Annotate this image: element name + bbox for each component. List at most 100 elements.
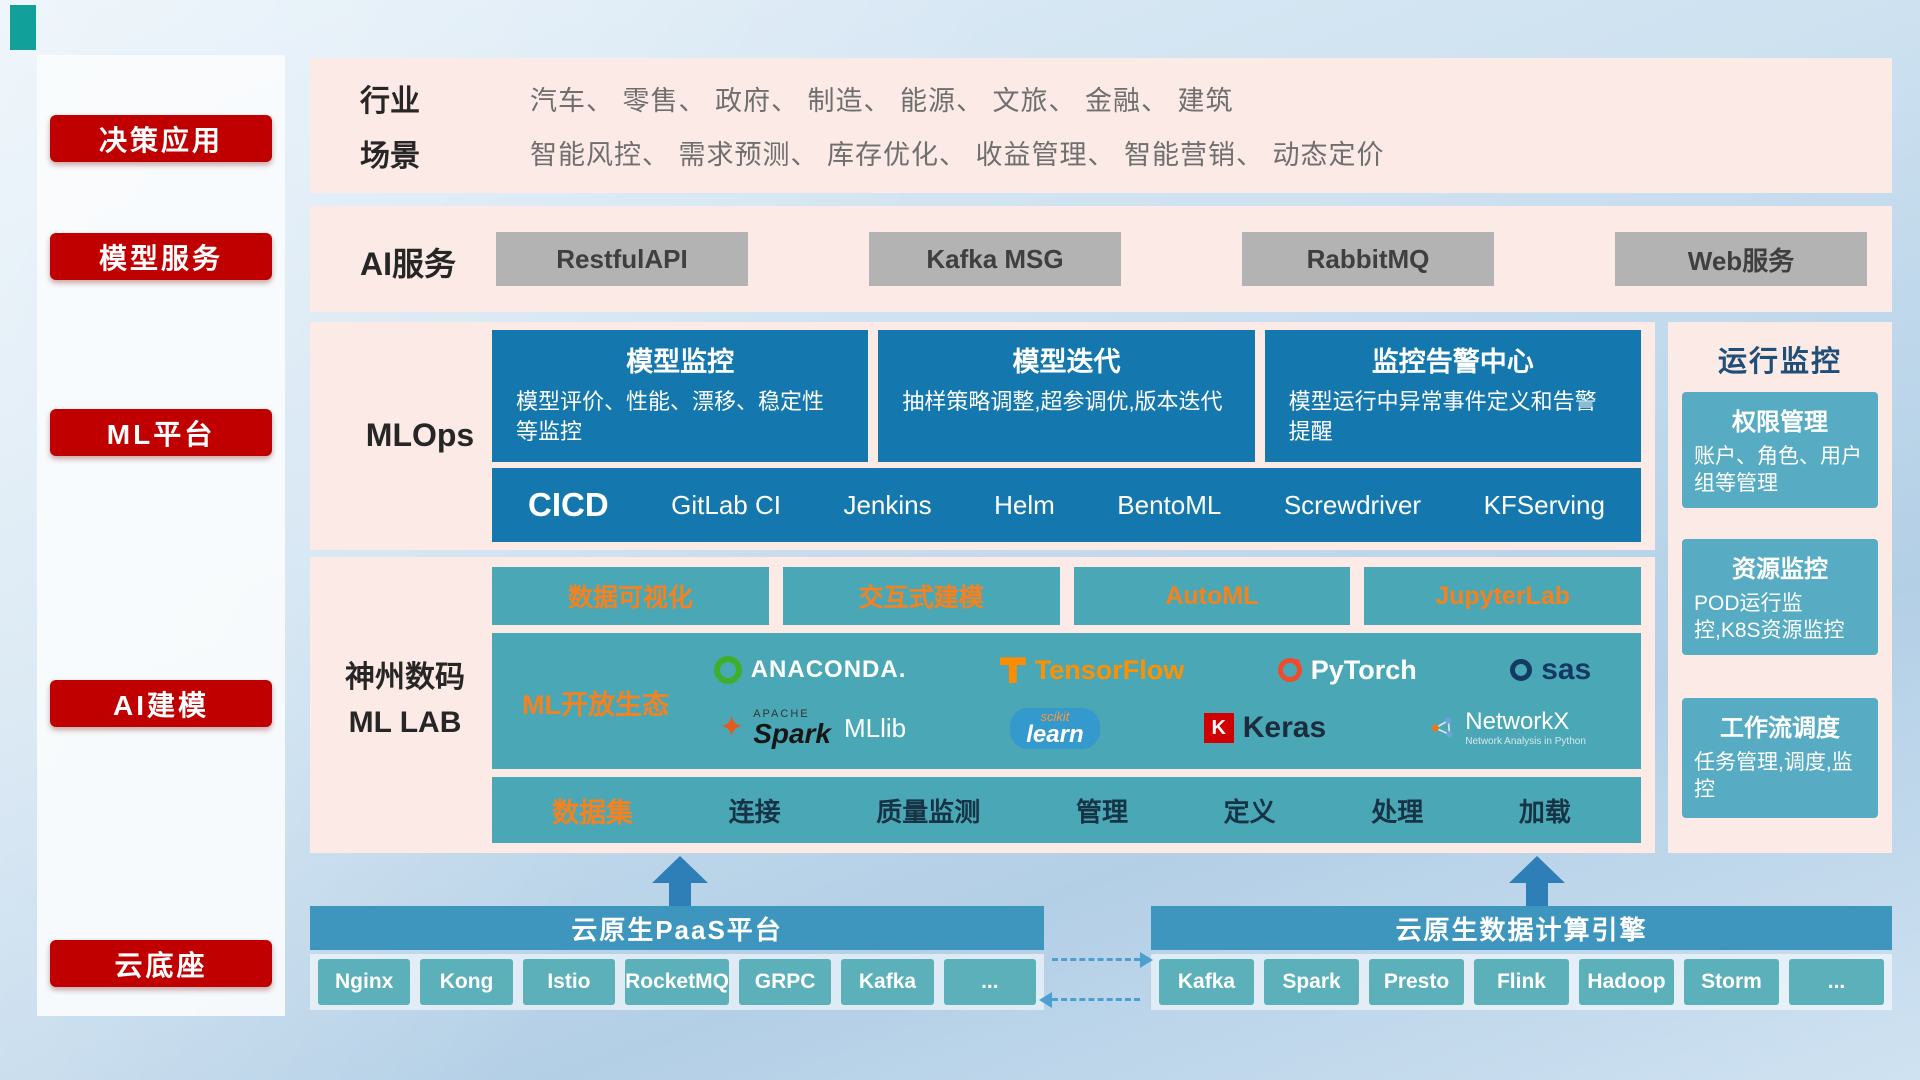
engine-chip-more: ... [1789,959,1884,1005]
up-arrow-left [652,856,708,906]
card-title: 监控告警中心 [1371,347,1534,377]
arrow-stem [669,883,691,906]
keras-icon: K [1203,713,1234,744]
engine-chip-hadoop: Hadoop [1579,959,1674,1005]
industry-list: 汽车、 零售、 政府、 制造、 能源、 文旅、 金融、 建筑 [530,85,1234,116]
networkx-logo: NetworkX Network Analysis in Python [1430,709,1586,747]
runtime-monitoring-panel: 运行监控 权限管理 账户、角色、用户组等管理 资源监控 POD运行监控,K8S资… [1668,322,1892,853]
sidebar-item-cloud-base: 云底座 [50,940,272,987]
keras-logo: K Keras [1203,711,1327,745]
card-title: 权限管理 [1732,409,1828,436]
paas-chips: Nginx Kong Istio RocketMQ GRPC Kafka ... [310,954,1044,1010]
card-desc: 账户、角色、用户组等管理 [1694,445,1862,496]
ml-lab-content: 数据可视化 交互式建模 AutoML JupyterLab ML开放生态 ANA… [492,557,1641,853]
ai-service-buttons: RestfulAPI Kafka MSG RabbitMQ Web服务 [496,232,1867,286]
arrow-stem [1526,883,1548,906]
engine-chips: Kafka Spark Presto Flink Hadoop Storm ..… [1151,954,1892,1010]
runtime-monitoring-title: 运行监控 [1717,346,1842,378]
scenario-label: 场景 [360,139,420,173]
cicd-item-kfserving: KFServing [1483,489,1605,520]
engine-chip-presto: Presto [1369,959,1464,1005]
mlops-label: MLOps [365,417,475,453]
dataset-item-load: 加载 [1518,796,1571,827]
ai-service-button-web-service: Web服务 [1615,232,1867,286]
cicd-item-jenkins: Jenkins [843,489,932,520]
card-title: 工作流调度 [1720,715,1840,742]
anaconda-icon [713,656,742,685]
arrow-head [652,856,708,883]
card-title: 模型迭代 [1012,347,1121,377]
mllib-text: MLlib [844,712,907,743]
cicd-bar: CICD GitLab CI Jenkins Helm BentoML Scre… [492,468,1641,542]
tensorflow-logo: TensorFlow [999,654,1185,686]
keras-text: Keras [1242,711,1327,745]
sidebar-item-ai-modeling: AI建模 [50,680,272,727]
ml-lab-label-line1: 神州数码 [345,661,465,694]
anaconda-text: ANACONDA. [750,656,907,684]
dashed-arrow-right [1052,952,1153,968]
tool-automl: AutoML [1073,567,1351,625]
sidebar: 决策应用 模型服务 ML平台 AI建模 云底座 [37,55,285,1016]
cicd-item-screwdriver: Screwdriver [1283,489,1422,520]
paas-chip-kong: Kong [420,959,513,1005]
spark-name: Spark [753,717,832,749]
sas-text: sas [1541,653,1592,687]
sidebar-item-decision-apps: 决策应用 [50,115,272,162]
cicd-item-helm: Helm [994,489,1055,520]
scikit-learn-logo: scikit learn [1010,707,1100,749]
cicd-title: CICD [528,486,609,523]
pytorch-logo: PyTorch [1277,655,1417,686]
tensorflow-icon [999,657,1026,684]
card-desc: POD运行监控,K8S资源监控 [1694,592,1845,643]
paas-platform-section: 云原生PaaS平台 Nginx Kong Istio RocketMQ GRPC… [310,906,1044,1010]
ai-service-panel: AI服务 RestfulAPI Kafka MSG RabbitMQ Web服务 [310,206,1892,312]
dataset-bar: 数据集 连接 质量监测 管理 定义 处理 加载 [492,777,1641,843]
dataset-item-connect: 连接 [728,796,781,827]
ai-service-button-restfulapi: RestfulAPI [496,232,748,286]
scenario-list: 智能风控、 需求预测、 库存优化、 收益管理、 智能营销、 动态定价 [530,140,1385,171]
card-desc: 模型评价、性能、漂移、稳定性等监控 [516,389,825,444]
ml-lab-label: 神州数码 ML LAB [328,655,482,745]
paas-chip-rocketmq: RocketMQ [625,959,729,1005]
ai-service-button-rabbitmq: RabbitMQ [1242,232,1494,286]
arrow-head [1509,856,1565,883]
spark-text: APACHE Spark [753,708,832,749]
anaconda-logo: ANACONDA. [713,656,907,685]
dataset-item-define: 定义 [1223,796,1276,827]
scikit-eyebrow: scikit [1040,708,1070,724]
sas-icon [1510,659,1533,682]
tensorflow-text: TensorFlow [1034,654,1185,685]
workflow-card: 工作流调度 任务管理,调度,监控 [1682,698,1878,818]
ml-lab-tools: 数据可视化 交互式建模 AutoML JupyterLab [492,567,1641,625]
ml-ecosystem-panel: ML开放生态 ANACONDA. TensorFlow [492,633,1641,769]
mlops-cards: 模型监控 模型评价、性能、漂移、稳定性等监控 模型迭代 抽样策略调整,超参调优,… [492,330,1641,462]
networkx-subtitle: Network Analysis in Python [1465,735,1586,747]
industry-row: 行业 汽车、 零售、 政府、 制造、 能源、 文旅、 金融、 建筑 [360,76,1862,120]
scenario-row: 场景 智能风控、 需求预测、 库存优化、 收益管理、 智能营销、 动态定价 [360,131,1862,175]
model-iteration-card: 模型迭代 抽样策略调整,超参调优,版本迭代 [878,330,1255,462]
data-engine-title: 云原生数据计算引擎 [1151,906,1892,950]
resource-card: 资源监控 POD运行监控,K8S资源监控 [1682,539,1878,655]
tool-interactive-modeling: 交互式建模 [782,567,1060,625]
paas-chip-kafka: Kafka [841,959,934,1005]
ai-service-button-kafka-msg: Kafka MSG [869,232,1121,286]
card-desc: 任务管理,调度,监控 [1694,751,1853,802]
ml-lab-panel: 神州数码 ML LAB 数据可视化 交互式建模 AutoML JupyterLa… [310,557,1655,853]
sas-logo: sas [1510,653,1591,687]
logo-row-bottom: ✦ APACHE Spark MLlib scikit learn [672,707,1633,749]
paas-chip-istio: Istio [522,959,616,1005]
networkx-icon [1432,717,1454,738]
sidebar-item-model-service: 模型服务 [50,233,272,280]
scikit-name: learn [1026,720,1084,748]
logo-row-top: ANACONDA. TensorFlow PyTorch sas [672,653,1633,687]
paas-chip-grpc: GRPC [738,959,832,1005]
dataset-item-quality: 质量监测 [876,796,981,827]
up-arrow-right [1509,856,1565,906]
permission-card: 权限管理 账户、角色、用户组等管理 [1682,392,1878,508]
paas-chip-more: ... [943,959,1037,1005]
ml-lab-label-line2: ML LAB [348,706,462,739]
dataset-item-manage: 管理 [1075,796,1128,827]
corner-accent [10,5,36,50]
card-title: 模型监控 [626,347,735,377]
